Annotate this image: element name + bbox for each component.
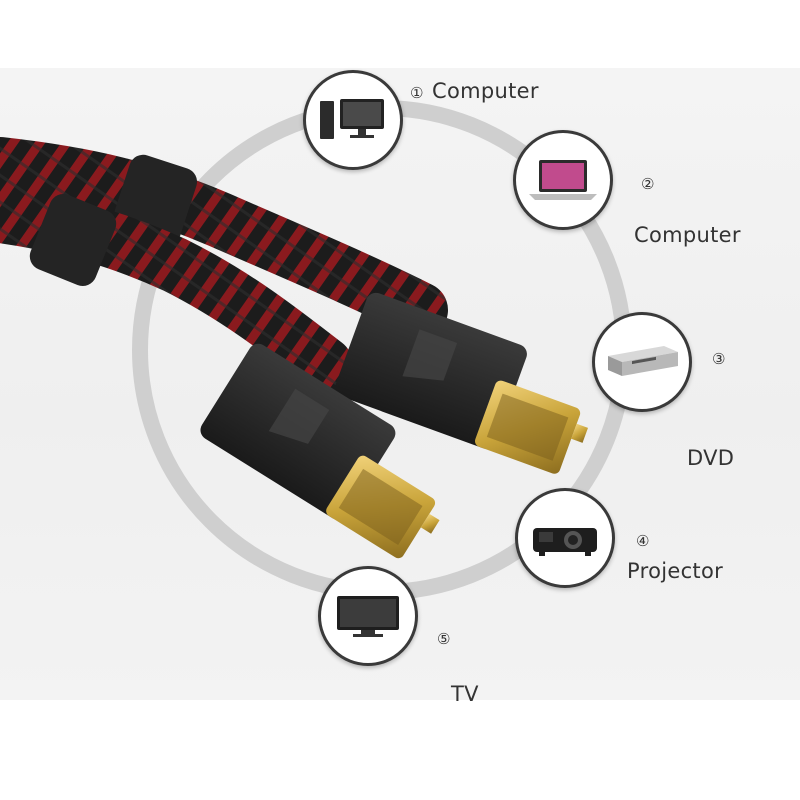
- desktop-computer-icon: [320, 99, 384, 139]
- device-circle-dvd: [592, 312, 692, 412]
- dvd-player-icon: [608, 346, 678, 376]
- device-circle-tv: [318, 566, 418, 666]
- device-label-dvd: DVD: [687, 446, 735, 470]
- device-number-2: ②: [641, 175, 655, 193]
- device-label-tv: TV: [451, 682, 479, 706]
- device-label-projector: Projector: [627, 559, 724, 583]
- device-circle-computer-desktop: [303, 70, 403, 170]
- laptop-icon: [529, 160, 597, 200]
- device-circle-computer-laptop: [513, 130, 613, 230]
- tv-icon: [337, 596, 399, 637]
- device-number-4: ④: [636, 532, 650, 550]
- device-label-computer-laptop: Computer: [634, 223, 741, 247]
- device-number-1: ①: [410, 84, 424, 102]
- device-number-3: ③: [712, 350, 726, 368]
- projector-icon: [533, 528, 597, 556]
- device-number-5: ⑤: [437, 630, 451, 648]
- device-circle-projector: [515, 488, 615, 588]
- device-label-computer-desktop: Computer: [432, 79, 539, 103]
